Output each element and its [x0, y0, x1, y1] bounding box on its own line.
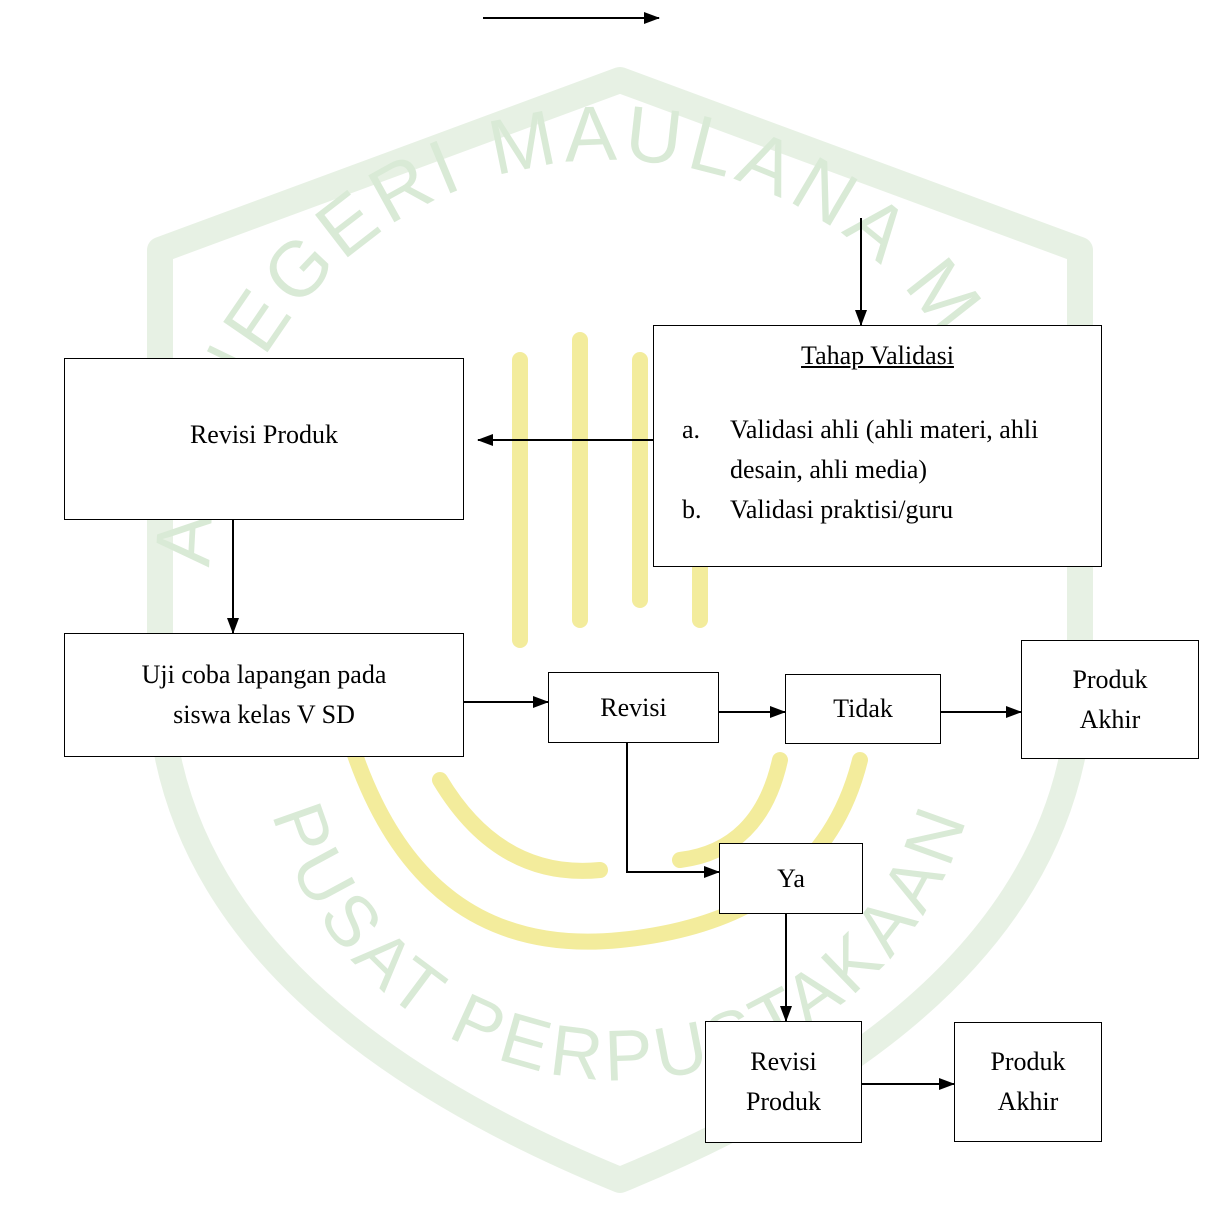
- uji-coba-box: Uji coba lapangan pada siswa kelas V SD: [64, 633, 464, 757]
- uji-coba-line1: Uji coba lapangan pada: [141, 660, 387, 689]
- tahap-validasi-title: Tahap Validasi: [801, 341, 954, 370]
- produk-akhir-box-1: Produk Akhir: [1021, 640, 1199, 759]
- list-text: Validasi praktisi/guru: [730, 495, 954, 524]
- revisi-label: Revisi: [600, 692, 667, 722]
- produk-akhir-line1: Produk: [1072, 664, 1148, 694]
- revisi-produk-bottom-line2: Produk: [745, 1087, 822, 1116]
- produk-akhir-line2: Akhir: [997, 1087, 1059, 1116]
- watermark-shield: [147, 67, 1093, 1193]
- validasi-item: a. Validasi ahli (ahli materi, ahli desa…: [682, 410, 1070, 490]
- watermark-arc-bottom: PUSAT PERPUSTAKAAN: [256, 793, 983, 1097]
- tahap-validasi-box: Tahap Validasi a. Validasi ahli (ahli ma…: [653, 325, 1102, 567]
- list-marker: a.: [682, 415, 701, 444]
- revisi-produk-bottom-line1: Revisi: [750, 1047, 817, 1076]
- revisi-produk-bottom-box: Revisi Produk: [705, 1021, 862, 1143]
- produk-akhir-line1: Produk: [990, 1047, 1066, 1076]
- arrow-revisi-to-ya: [626, 743, 720, 878]
- ya-label: Ya: [777, 863, 805, 893]
- uji-coba-line2: siswa kelas V SD: [173, 700, 355, 729]
- revisi-produk-label: Revisi Produk: [189, 420, 339, 449]
- revisi-produk-box: Revisi Produk: [64, 358, 464, 520]
- produk-akhir-box-2: Produk Akhir: [954, 1022, 1102, 1142]
- tidak-box: Tidak: [785, 674, 941, 744]
- revisi-box: Revisi: [548, 672, 719, 743]
- list-text: Validasi ahli (ahli materi, ahli desain,…: [730, 415, 1039, 484]
- list-marker: b.: [682, 495, 702, 524]
- tidak-label: Tidak: [833, 694, 893, 723]
- validasi-item: b. Validasi praktisi/guru: [682, 490, 1070, 530]
- validasi-list: a. Validasi ahli (ahli materi, ahli desa…: [682, 410, 1070, 530]
- produk-akhir-line2: Akhir: [1079, 704, 1141, 734]
- ya-box: Ya: [719, 843, 863, 914]
